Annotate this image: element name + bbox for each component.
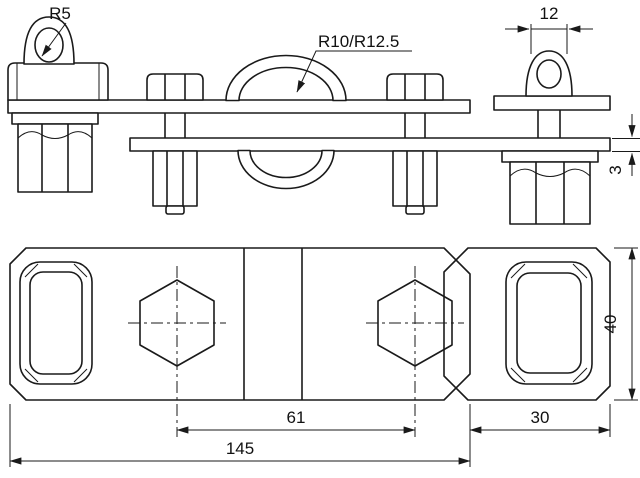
right-eye-hole (536, 59, 562, 89)
r5-label: R5 (49, 4, 71, 23)
bolt-left-shaft (164, 113, 186, 138)
radius-leader-line (296, 50, 412, 93)
bolt-left-nut-facets (166, 151, 184, 206)
dimension-61: 61 (176, 408, 416, 434)
left-clamp-body (7, 62, 109, 101)
upper-plate (7, 99, 471, 114)
left-eye-outer (19, 261, 93, 385)
right-hex-nut (509, 161, 591, 225)
right-eye-inner (516, 272, 582, 374)
plan-view: 61 30 145 40 (9, 247, 638, 467)
right-nut-chamfer (509, 168, 591, 177)
dim-40-label: 40 (601, 315, 620, 334)
dim-30-label: 30 (531, 408, 550, 427)
left-eye-plan (19, 261, 93, 385)
radius-label: R10/R12.5 (318, 32, 399, 51)
bolt-left-nut (152, 150, 198, 207)
dimension-12: 12 (505, 4, 593, 54)
right-nut-facets (535, 162, 565, 224)
lower-plate (129, 137, 611, 152)
r5-leader-line (41, 22, 67, 57)
right-eye-plan (505, 261, 593, 385)
bolt-right-nut-facets (406, 151, 424, 206)
left-eye-inner (29, 271, 83, 375)
bolt-left-head (146, 73, 204, 101)
right-eye-outer (505, 261, 593, 385)
right-washer (501, 150, 599, 163)
dimension-30: 30 (469, 404, 611, 437)
bolt-right-shaft (404, 113, 426, 138)
dimension-145: 145 (9, 404, 471, 467)
bolt-left-tip (165, 205, 185, 215)
left-nut-chamfer (17, 131, 93, 139)
dimension-3: 3 (606, 114, 640, 176)
dimension-40: 40 (601, 247, 638, 401)
bolt-right-head-facets (404, 74, 426, 100)
bolt-right-head (386, 73, 444, 101)
bolt-right (386, 73, 444, 215)
dim-3-extension-lines (612, 138, 640, 152)
main-plate-outline (9, 247, 471, 401)
bolt-right-nut (392, 150, 438, 207)
dim-3-label: 3 (606, 165, 625, 174)
left-clamp-edge-lines (16, 63, 100, 100)
dim-145-extension-lines (9, 404, 471, 467)
saddle-top-strap (225, 54, 347, 102)
right-bracket-plate (493, 95, 611, 111)
bolt-left-head-facets (164, 74, 186, 100)
bolt-left (146, 73, 204, 215)
dim-145-label: 145 (226, 439, 254, 458)
dim-12-label: 12 (540, 4, 559, 23)
right-clamp (493, 50, 611, 225)
left-hex-nut (17, 123, 93, 193)
right-bolt-shaft (537, 110, 561, 138)
saddle-section-lines (243, 248, 303, 400)
left-washer (11, 112, 99, 125)
side-view: R5 R10/R12.5 12 3 (7, 4, 640, 225)
bolt-right-tip (405, 205, 425, 215)
right-piece-outline (443, 247, 611, 401)
saddle-bottom-strap (237, 149, 335, 190)
dim-61-label: 61 (287, 408, 306, 427)
left-eye-corner-ticks (24, 263, 88, 383)
right-eye-corner-ticks (510, 263, 588, 383)
